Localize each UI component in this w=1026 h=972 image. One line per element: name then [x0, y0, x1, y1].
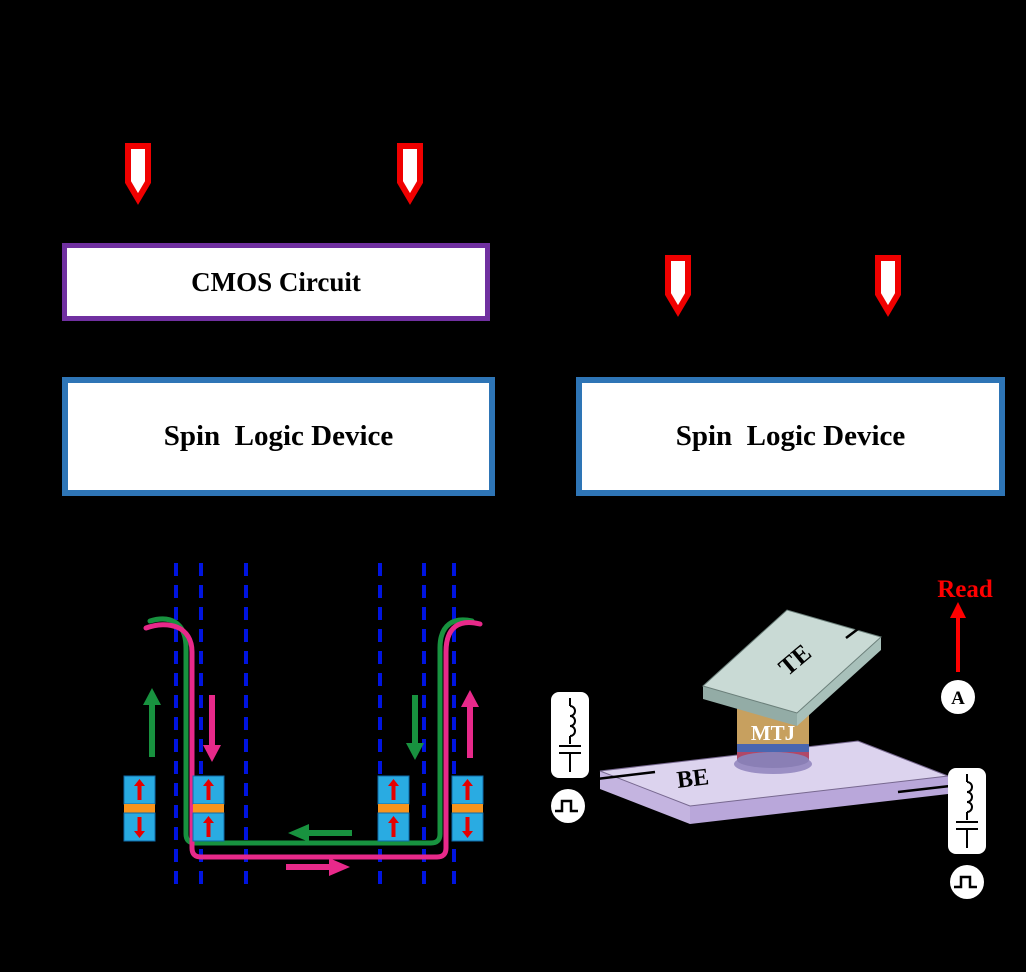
- green-down-arrow: [406, 695, 424, 760]
- input-arrow-icon: [665, 255, 691, 317]
- magnetization-arrowhead-icon: [462, 779, 473, 786]
- pulse-source-filter-icon: [948, 768, 986, 854]
- magnetization-arrowhead-icon: [462, 831, 473, 838]
- ammeter-icon: A: [941, 680, 975, 714]
- pulse-generator-icon: [551, 789, 585, 823]
- write-path-pink: [143, 620, 483, 860]
- top-electrode-right-face: [797, 637, 881, 726]
- ammeter-label: A: [951, 688, 965, 709]
- be-label: BE: [675, 764, 710, 794]
- read-label: Read: [937, 576, 993, 603]
- pink-down-arrow: [203, 695, 221, 762]
- mtj-barrier-layer: [452, 804, 483, 813]
- magnetization-arrowhead-icon: [134, 779, 145, 786]
- cmos-circuit-label: CMOS Circuit: [191, 266, 361, 297]
- pink-up-arrow: [461, 690, 479, 758]
- mtj-label: MTJ: [751, 721, 795, 745]
- magnetization-arrowhead-icon: [388, 779, 399, 786]
- pulse-generator-icon: [950, 865, 984, 899]
- read-current-arrow: [950, 602, 966, 672]
- green-left-arrow: [288, 824, 352, 842]
- pink-right-arrow: [286, 858, 350, 876]
- spin-logic-device-label: Spin Logic Device: [675, 420, 906, 452]
- cmos-circuit-box: CMOS Circuit: [62, 243, 490, 321]
- wire-line: [845, 610, 883, 639]
- input-arrow-icon: [397, 143, 423, 205]
- bottom-electrode-left-face: [600, 771, 690, 824]
- magnetization-arrowhead-icon: [203, 816, 214, 823]
- input-arrow-icon: [875, 255, 901, 317]
- input-arrow-markers: [125, 143, 901, 317]
- mtj-device-3d: TE MTJ BE Read A: [551, 576, 993, 899]
- mtj-barrier-layer: [124, 804, 155, 813]
- magnetization-arrowhead-icon: [134, 831, 145, 838]
- pulse-source-filter-icon: [551, 692, 589, 778]
- input-arrow-icon: [125, 143, 151, 205]
- mtj-cell-array: [123, 775, 484, 842]
- spin-logic-device-label: Spin Logic Device: [163, 420, 394, 452]
- top-electrode-front-face: [703, 686, 797, 726]
- mtj-barrier-layer: [193, 804, 224, 813]
- current-direction-arrows: [143, 688, 479, 876]
- spin-logic-device-box-left: Spin Logic Device: [62, 377, 495, 496]
- bottom-electrode-front-face: [690, 776, 948, 824]
- wire-line: [897, 784, 951, 794]
- mtj-layer-blue: [737, 744, 809, 752]
- top-electrode-top-face: [701, 609, 883, 714]
- write-path-diagram: [123, 563, 484, 890]
- wire-line: [579, 770, 656, 783]
- green-up-arrow: [143, 688, 161, 757]
- magnetization-arrowhead-icon: [203, 779, 214, 786]
- spin-logic-device-box-right: Spin Logic Device: [576, 377, 1005, 496]
- magnetization-arrowhead-icon: [388, 816, 399, 823]
- mtj-pillar-bottom-cap: [737, 752, 809, 768]
- mtj-barrier-layer: [378, 804, 409, 813]
